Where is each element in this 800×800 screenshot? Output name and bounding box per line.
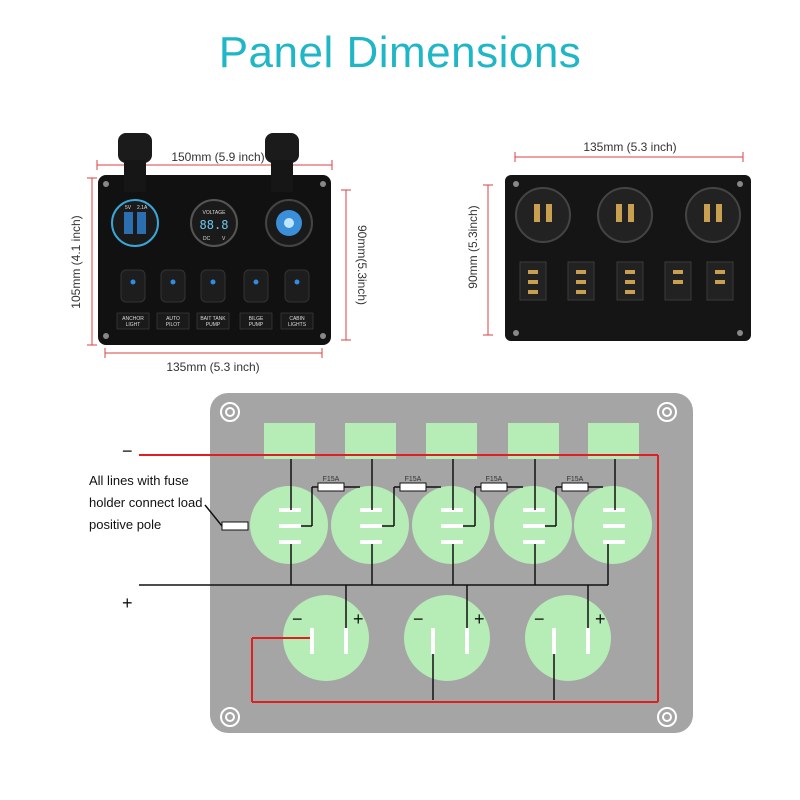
usb-label: 5V — [125, 205, 132, 211]
red-wires — [139, 454, 659, 703]
fuse-label: F15A — [405, 476, 422, 483]
corner-holes — [220, 402, 677, 727]
switch-label: BAIT TANK — [200, 316, 226, 322]
back-width-top-label: 135mm (5.3 inch) — [583, 140, 676, 154]
usb-label: 2.1A — [137, 205, 148, 211]
fuse-note-line: All lines with fuse — [89, 473, 189, 488]
rocker-switch[interactable] — [200, 269, 226, 303]
front-switch-row — [120, 269, 310, 303]
switch-label: PUMP — [206, 322, 221, 328]
socket-pins — [310, 628, 590, 654]
socket-cap-icon — [265, 133, 299, 163]
usb-charger-icon — [111, 199, 159, 247]
switch-label: PILOT — [166, 322, 180, 328]
mount-hole-icon — [103, 181, 109, 187]
voltmeter-icon — [190, 199, 238, 247]
switch-label: ANCHOR — [122, 316, 144, 322]
supply-minus-sign: − — [122, 441, 133, 461]
switch-labels: ANCHOR LIGHT AUTO PILOT BAIT TANK PUMP B… — [116, 312, 314, 330]
led-indicator-icon — [253, 279, 259, 285]
front-width-bottom-label: 135mm (5.3 inch) — [166, 360, 259, 374]
voltmeter-label: VOLTAGE — [203, 210, 227, 216]
terminal-minus-sign: − — [292, 609, 303, 629]
fuse-note-line: positive pole — [89, 517, 162, 532]
led-indicator-icon — [170, 279, 176, 285]
mount-hole-icon — [737, 330, 743, 336]
terminal-plus-sign: + — [353, 609, 364, 629]
voltmeter-unit-right: V — [222, 236, 226, 242]
page-title: Panel Dimensions — [218, 28, 582, 77]
led-indicator-icon — [210, 279, 216, 285]
front-width-top-label: 150mm (5.9 inch) — [171, 150, 264, 164]
terminal-plus-sign: + — [474, 609, 485, 629]
voltmeter-reading: 88.8 — [200, 218, 229, 232]
switch-label: LIGHT — [126, 322, 141, 328]
switch-label: AUTO — [166, 316, 180, 322]
terminal-plus-sign: + — [595, 609, 606, 629]
front-panel-figure: 150mm (5.9 inch) 105mm (4.1 inch) 90mm(5… — [69, 133, 369, 374]
back-dimension-lines — [483, 152, 744, 336]
fuse-note-line: holder connect load — [89, 495, 203, 510]
front-height-left-label: 105mm (4.1 inch) — [69, 215, 83, 308]
led-indicator-icon — [294, 279, 300, 285]
switch-label: CABIN — [289, 316, 305, 322]
rocker-switch[interactable] — [160, 269, 186, 303]
switch-pins — [279, 508, 625, 544]
socket-circles — [283, 595, 611, 681]
back-height-left-label: 90mm (5.3inch) — [466, 205, 480, 288]
fuse-note: All lines with fuse holder connect load … — [89, 470, 219, 536]
terminal-minus-sign: − — [534, 609, 545, 629]
usb-cap-icon — [118, 133, 152, 163]
voltmeter-unit-left: DC — [203, 236, 211, 242]
mount-hole-icon — [320, 333, 326, 339]
supply-plus-sign: + — [122, 593, 133, 613]
socket-back-icon — [685, 187, 741, 243]
fuse-label: F15A — [323, 476, 340, 483]
switch-label: BILGE — [249, 316, 264, 322]
mount-hole-icon — [513, 181, 519, 187]
mount-hole-icon — [737, 181, 743, 187]
fuse-label: F15A — [486, 476, 503, 483]
back-switch-row — [519, 261, 734, 301]
switch-label: PUMP — [249, 322, 264, 328]
wiring-diagram: F15A F15A F15A F15A − + − + − + − + — [122, 393, 693, 733]
fuse-label: F15A — [567, 476, 584, 483]
back-socket-row — [515, 187, 741, 243]
socket-back-icon — [515, 187, 571, 243]
mount-hole-icon — [513, 330, 519, 336]
rocker-switch[interactable] — [284, 269, 310, 303]
led-indicator-icon — [130, 279, 136, 285]
rocker-switch[interactable] — [120, 269, 146, 303]
switch-label: LIGHTS — [288, 322, 307, 328]
mount-hole-icon — [320, 181, 326, 187]
label-boxes — [264, 423, 639, 459]
fuse-holders — [221, 482, 589, 531]
mount-hole-icon — [103, 333, 109, 339]
socket-back-icon — [597, 187, 653, 243]
back-panel-figure: 135mm (5.3 inch) 90mm (5.3inch) — [466, 140, 751, 341]
terminal-minus-sign: − — [413, 609, 424, 629]
rocker-switch[interactable] — [243, 269, 269, 303]
front-height-right-label: 90mm(5.3inch) — [355, 225, 369, 305]
